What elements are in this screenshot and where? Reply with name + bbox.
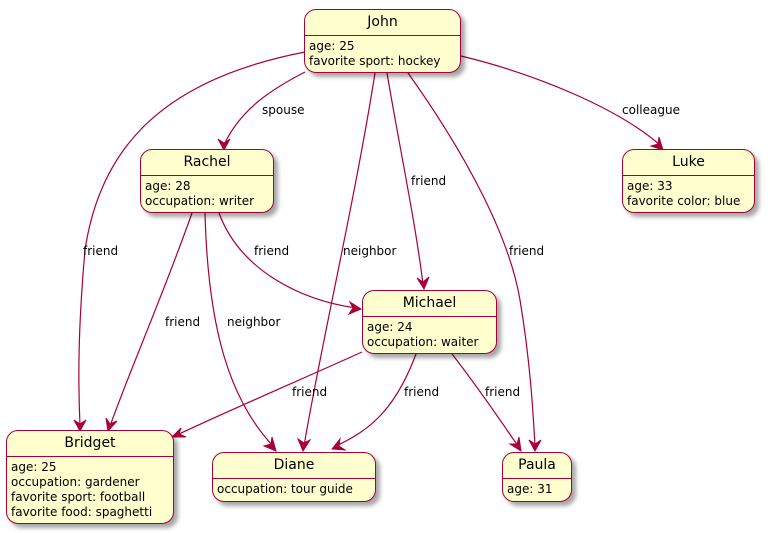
node-attributes: age: 24 occupation: waiter <box>363 317 496 354</box>
edge-label-friend: friend <box>411 174 447 188</box>
node-michael[interactable]: Michael age: 24 occupation: waiter <box>362 290 497 354</box>
node-paula[interactable]: Paula age: 31 <box>502 452 572 502</box>
attribute: age: 31 <box>507 482 553 496</box>
attribute: favorite food: spaghetti <box>11 505 153 519</box>
edge-john-bridget <box>78 51 306 427</box>
edge-label-friend: friend <box>292 385 328 399</box>
edge-michael-bridget <box>176 351 363 436</box>
edge-john-rachel <box>223 71 306 146</box>
attribute: occupation: writer <box>145 194 255 208</box>
edge-label-neighbor: neighbor <box>343 244 397 258</box>
node-title: Rachel <box>141 150 273 176</box>
node-attributes: age: 31 <box>503 479 571 501</box>
node-title: John <box>305 10 460 36</box>
attribute: occupation: tour guide <box>217 482 353 496</box>
attribute: favorite color: blue <box>627 194 741 208</box>
edge-label-friend: friend <box>404 385 440 399</box>
attribute: favorite sport: hockey <box>309 54 441 68</box>
attribute: age: 25 <box>11 460 57 474</box>
node-title: Paula <box>503 453 571 479</box>
arrowhead-icon <box>331 437 347 451</box>
node-attributes: age: 25 occupation: gardener favorite sp… <box>7 457 173 524</box>
attribute: age: 28 <box>145 179 191 193</box>
edge-rachel-michael <box>218 212 357 309</box>
edge-label-friend: friend <box>485 385 521 399</box>
edge-label-friend: friend <box>254 244 290 258</box>
node-title: Bridget <box>7 431 173 457</box>
arrowhead-icon <box>416 276 430 291</box>
node-diane[interactable]: Diane occupation: tour guide <box>212 452 376 502</box>
attribute: occupation: gardener <box>11 475 140 489</box>
arrowhead-icon <box>73 419 87 433</box>
node-bridget[interactable]: Bridget age: 25 occupation: gardener fav… <box>6 430 174 524</box>
arrowhead-icon <box>170 427 187 438</box>
attribute: age: 24 <box>367 320 413 334</box>
edge-label-friend: friend <box>83 244 119 258</box>
arrowhead-icon <box>217 138 231 152</box>
node-title: Michael <box>363 291 496 317</box>
edge-michael-paula <box>451 353 519 447</box>
attribute: age: 33 <box>627 179 673 193</box>
edge-label-colleague: colleague <box>622 103 680 117</box>
edge-label-friend: friend <box>509 244 545 258</box>
arrowhead-icon <box>528 439 542 453</box>
edge-label-friend: friend <box>165 315 201 329</box>
edge-michael-diane <box>335 353 417 447</box>
node-john[interactable]: John age: 25 favorite sport: hockey <box>304 9 461 73</box>
node-title: Luke <box>623 150 754 176</box>
node-attributes: age: 28 occupation: writer <box>141 176 273 213</box>
node-luke[interactable]: Luke age: 33 favorite color: blue <box>622 149 755 213</box>
node-attributes: age: 33 favorite color: blue <box>623 176 754 213</box>
arrowhead-icon <box>347 300 363 316</box>
attribute: age: 25 <box>309 39 355 53</box>
arrowhead-icon <box>296 437 312 453</box>
attribute: occupation: waiter <box>367 335 479 349</box>
node-attributes: occupation: tour guide <box>213 479 375 501</box>
arrowhead-icon <box>105 417 118 433</box>
edge-john-luke <box>460 55 661 146</box>
edge-rachel-diane <box>204 212 274 447</box>
attribute: favorite sport: football <box>11 490 146 504</box>
arrowhead-icon <box>508 436 522 453</box>
edge-john-diane <box>303 72 376 447</box>
arrowhead-icon <box>649 136 664 151</box>
edge-john-paula <box>407 72 536 447</box>
edge-label-spouse: spouse <box>262 103 305 117</box>
node-title: Diane <box>213 453 375 479</box>
edge-label-neighbor: neighbor <box>227 315 281 329</box>
arrowhead-icon <box>262 436 277 452</box>
node-rachel[interactable]: Rachel age: 28 occupation: writer <box>140 149 274 213</box>
edge-john-michael <box>386 72 424 285</box>
node-attributes: age: 25 favorite sport: hockey <box>305 36 460 73</box>
edge-rachel-bridget <box>109 212 193 427</box>
